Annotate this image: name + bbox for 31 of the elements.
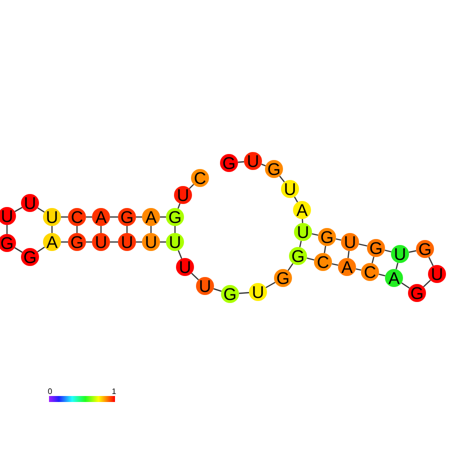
base-pair-line — [299, 240, 302, 248]
backbone-line — [14, 206, 22, 212]
backbone-line — [408, 250, 416, 253]
backbone-line — [384, 250, 392, 252]
backbone-line — [37, 207, 45, 213]
base-pair-line — [347, 250, 350, 258]
backbone-line — [423, 280, 431, 288]
backbone-line — [279, 176, 285, 182]
backbone-line — [266, 282, 276, 288]
backbone-line — [37, 246, 45, 252]
backbone-line — [312, 233, 318, 236]
base-pair-line — [396, 262, 398, 270]
backbone-line — [178, 250, 182, 259]
backbone-line — [294, 196, 298, 202]
backbone-line — [191, 272, 199, 280]
backbone-line — [213, 288, 222, 292]
backbone-line — [14, 247, 23, 253]
backbone-line — [358, 243, 368, 247]
scale-tick-label: 1 — [112, 388, 116, 396]
backbone-line — [178, 203, 180, 209]
scale-tick-label: 0 — [48, 388, 52, 396]
backbone-line — [238, 161, 244, 163]
backbone-line — [306, 258, 314, 260]
backbone-line — [428, 256, 434, 266]
backbone-line — [401, 282, 410, 289]
base-pair-line — [372, 256, 374, 264]
backbone-line — [378, 274, 386, 276]
backbone-line — [238, 292, 250, 294]
backbone-line — [288, 263, 294, 271]
backbone-line — [332, 263, 338, 266]
base-pair-line — [324, 246, 326, 254]
